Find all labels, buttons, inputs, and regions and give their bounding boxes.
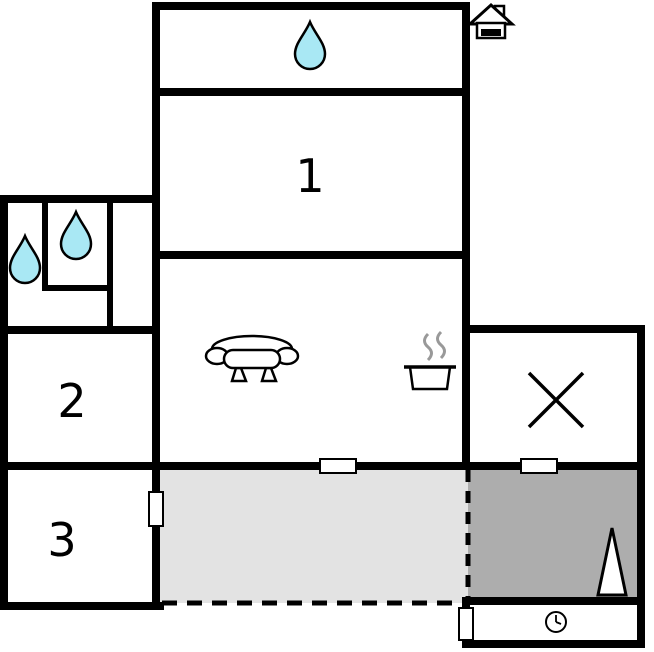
cross-line <box>527 371 585 429</box>
water-drop-icon <box>59 210 93 261</box>
sofa-seat <box>222 348 282 370</box>
door-marker <box>458 607 474 641</box>
sofa-icon <box>204 334 300 383</box>
door-marker <box>148 491 164 527</box>
room-2-label: 2 <box>57 374 86 428</box>
terrace-light-area <box>160 470 468 603</box>
door-marker <box>520 458 558 474</box>
shower-cabin <box>42 197 113 291</box>
clock-icon <box>545 611 567 633</box>
room-3-label: 3 <box>47 513 76 567</box>
door-markers <box>148 458 558 641</box>
clock-hand <box>555 621 562 625</box>
shower-cabin-walls <box>42 197 113 333</box>
pot-body <box>408 365 452 391</box>
water-drop-icon <box>293 20 327 71</box>
tree-icon <box>596 527 628 597</box>
house-body-fill <box>481 29 501 36</box>
sofa-leg <box>230 366 248 383</box>
sofa-leg <box>260 366 278 383</box>
crossed-lines-icon <box>527 371 585 429</box>
cooking-pot-icon <box>404 330 456 391</box>
water-drop-icon <box>8 234 42 285</box>
steam-line <box>423 332 433 362</box>
steam-line <box>436 330 446 360</box>
house-icon <box>466 2 516 40</box>
house-roof <box>466 2 516 26</box>
room-1-label: 1 <box>295 149 324 203</box>
door-marker <box>319 458 357 474</box>
